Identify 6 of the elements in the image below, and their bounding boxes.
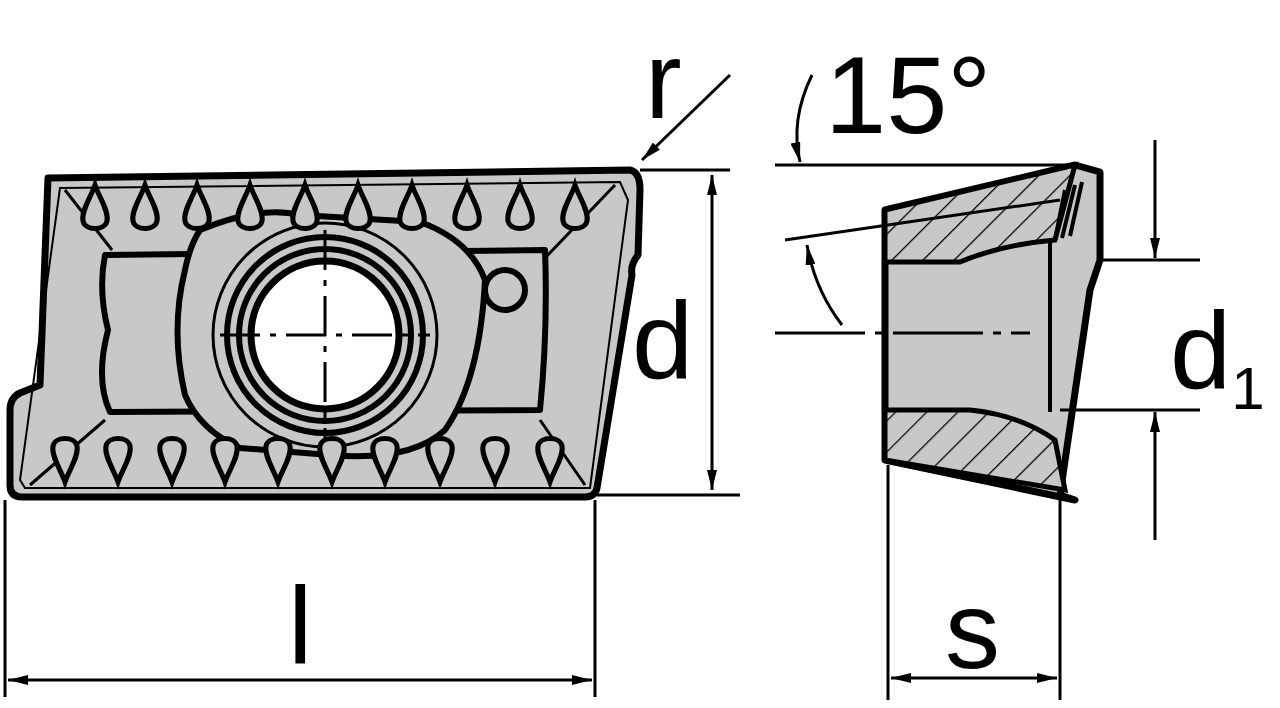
dimension-label: d$_{1}$ [1170, 295, 1265, 419]
dimension-label: 15° [825, 40, 992, 150]
dimension-label: s [945, 575, 1000, 685]
dimension-label: l [288, 570, 313, 680]
dimension-label: r [645, 25, 682, 135]
dimension-label: d [632, 285, 694, 395]
